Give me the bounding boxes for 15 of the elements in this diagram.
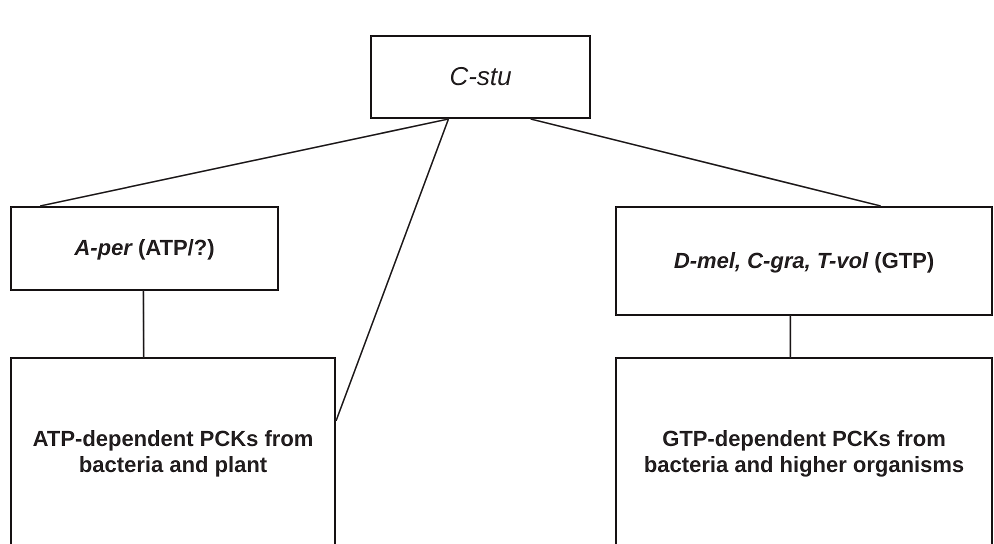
connector-line: [790, 316, 792, 357]
connector-line: [335, 118, 450, 422]
process-box: [615, 357, 993, 544]
node-label: C-stu: [449, 61, 512, 93]
node-label: GTP-dependent PCKs from bacteria and higher organisms: [642, 426, 966, 478]
node-label: D-mel, C-gra, T-vol (GTP): [674, 248, 934, 274]
process-box: [10, 357, 336, 544]
node-label: A-per (ATP/?): [74, 235, 215, 262]
connector-line: [530, 118, 881, 207]
title-box: [370, 35, 591, 119]
process-box: [615, 206, 993, 316]
connector-line: [142, 291, 144, 357]
node-label: ATP-dependent PCKs from bacteria and plant: [32, 426, 314, 478]
process-box: [10, 206, 279, 291]
connector-line: [40, 118, 449, 207]
